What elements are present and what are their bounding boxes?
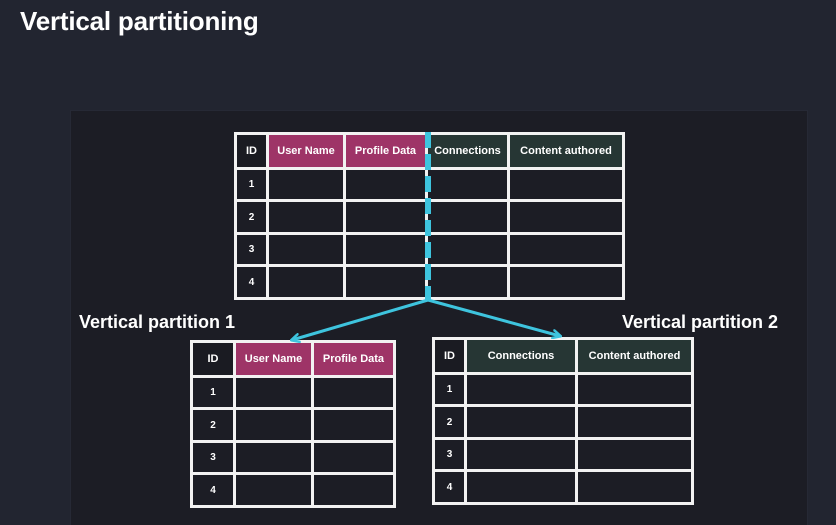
partition-1-title: Vertical partition 1 <box>79 312 236 332</box>
table-cell <box>575 469 694 505</box>
row-id: 4 <box>234 264 269 300</box>
partition-1-table: ID User Name Profile Data 1 2 3 4 <box>190 340 396 508</box>
main-table-header-row: ID User Name Profile Data Connections Co… <box>234 132 625 170</box>
main-header-connections: Connections <box>425 132 510 170</box>
p2-header-id: ID <box>432 337 467 375</box>
table-cell <box>507 264 625 300</box>
table-cell <box>266 231 346 268</box>
table-cell <box>507 166 625 203</box>
main-table: ID User Name Profile Data Connections Co… <box>234 132 625 300</box>
row-id: 1 <box>190 374 236 411</box>
table-cell <box>311 439 396 476</box>
table-cell <box>266 199 346 235</box>
table-cell <box>266 166 346 203</box>
table-row: 4 <box>234 264 625 300</box>
table-cell <box>311 472 396 508</box>
table-cell <box>425 264 510 300</box>
table-cell <box>311 407 396 443</box>
main-header-user-name: User Name <box>266 132 346 170</box>
p1-header-id: ID <box>190 340 236 378</box>
table-cell <box>343 264 428 300</box>
table-row: 3 <box>234 231 625 268</box>
row-id: 4 <box>432 469 467 505</box>
row-id: 2 <box>432 404 467 440</box>
table-row: 2 <box>432 404 694 440</box>
partition-2-title: Vertical partition 2 <box>622 312 779 332</box>
table-cell <box>575 371 694 408</box>
table-cell <box>343 199 428 235</box>
row-id: 4 <box>190 472 236 508</box>
p1-header-profile-data: Profile Data <box>311 340 396 378</box>
table-cell <box>343 166 428 203</box>
row-id: 3 <box>190 439 236 476</box>
p2-header-connections: Connections <box>464 337 578 375</box>
row-id: 3 <box>432 436 467 473</box>
p2-header-content-authored: Content authored <box>575 337 694 375</box>
table-cell <box>343 231 428 268</box>
page-title: Vertical partitioning <box>20 6 259 36</box>
table-row: 4 <box>190 472 396 508</box>
table-cell <box>507 199 625 235</box>
partition-2-header-row: ID Connections Content authored <box>432 337 694 375</box>
table-row: 1 <box>432 371 694 408</box>
table-cell <box>425 166 510 203</box>
table-cell <box>233 439 314 476</box>
p1-header-user-name: User Name <box>233 340 314 378</box>
table-cell <box>425 199 510 235</box>
table-cell <box>575 436 694 473</box>
row-id: 3 <box>234 231 269 268</box>
table-cell <box>464 469 578 505</box>
main-header-id: ID <box>234 132 269 170</box>
row-id: 2 <box>234 199 269 235</box>
table-cell <box>575 404 694 440</box>
main-header-profile-data: Profile Data <box>343 132 428 170</box>
partition-2-table: ID Connections Content authored 1 2 3 4 <box>432 337 694 505</box>
table-row: 3 <box>432 436 694 473</box>
partition-1-header-row: ID User Name Profile Data <box>190 340 396 378</box>
table-row: 1 <box>234 166 625 203</box>
table-row: 4 <box>432 469 694 505</box>
table-row: 3 <box>190 439 396 476</box>
table-cell <box>425 231 510 268</box>
table-cell <box>507 231 625 268</box>
table-cell <box>464 371 578 408</box>
row-id: 1 <box>432 371 467 408</box>
table-cell <box>233 374 314 411</box>
table-cell <box>311 374 396 411</box>
table-cell <box>464 404 578 440</box>
row-id: 1 <box>234 166 269 203</box>
table-cell <box>233 407 314 443</box>
table-row: 2 <box>190 407 396 443</box>
table-row: 2 <box>234 199 625 235</box>
table-cell <box>464 436 578 473</box>
table-cell <box>266 264 346 300</box>
table-cell <box>233 472 314 508</box>
row-id: 2 <box>190 407 236 443</box>
main-header-content-authored: Content authored <box>507 132 625 170</box>
table-row: 1 <box>190 374 396 411</box>
